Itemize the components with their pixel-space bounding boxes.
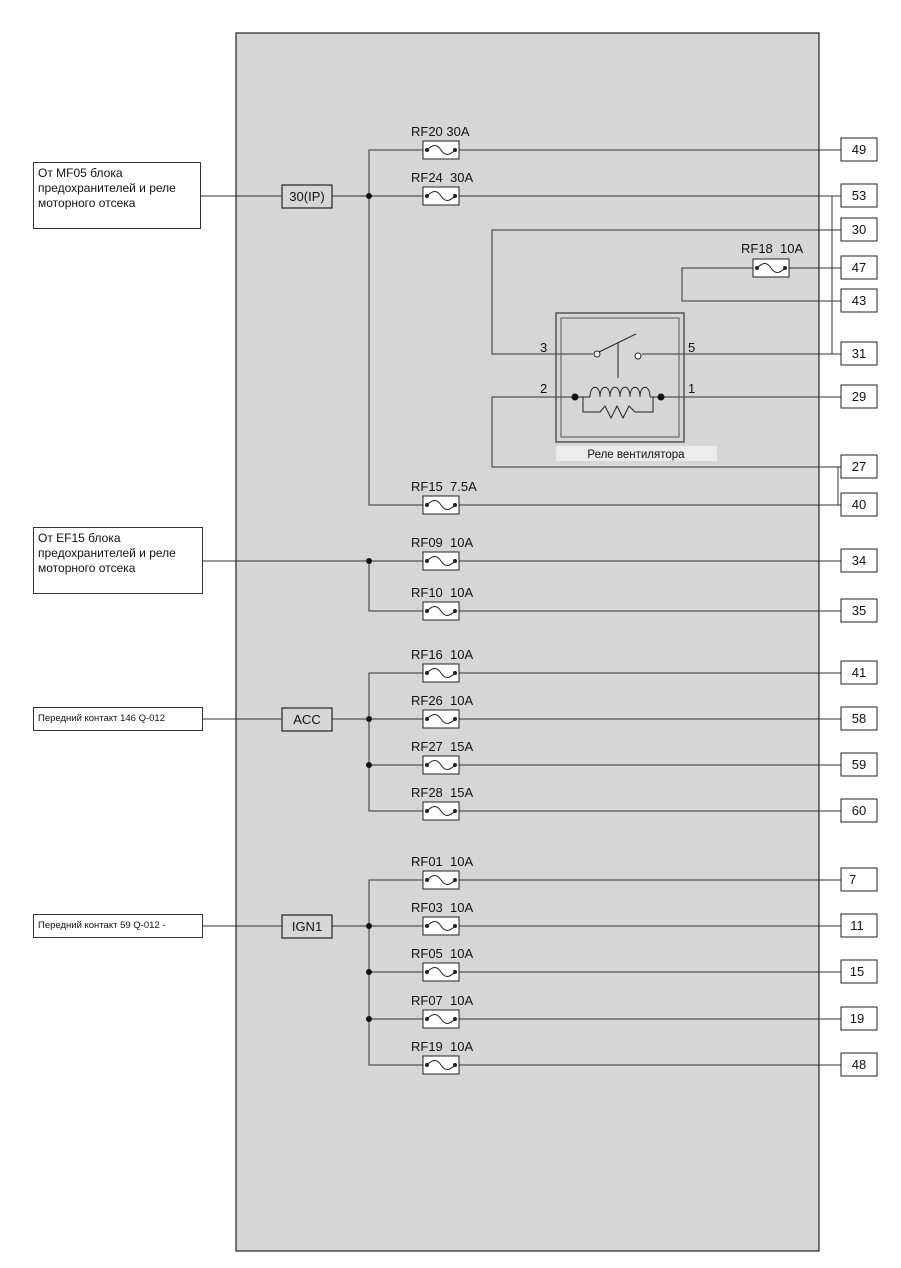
terminal-29: 29: [840, 384, 878, 409]
terminal-60-label: 60: [852, 803, 866, 818]
fuse-rf24: RF24 30A: [411, 170, 473, 206]
terminal-29-label: 29: [852, 389, 866, 404]
fuse-rf16-label: RF16 10A: [411, 647, 473, 662]
terminal-41-label: 41: [852, 665, 866, 680]
relay-pin-5: 5: [688, 340, 695, 355]
fuse-rf24-label: RF24 30A: [411, 170, 473, 185]
terminal-27-label: 27: [852, 459, 866, 474]
fuse-rf01: RF01 10A: [411, 854, 473, 890]
terminal-30: 30: [840, 217, 878, 242]
relay-pin-1-dot: [657, 393, 665, 401]
relay-switch: [593, 333, 642, 378]
fuse-rf19-label: RF19 10A: [411, 1039, 473, 1054]
terminal-19-label: 19: [850, 1011, 864, 1026]
bus-acc: ACC: [281, 707, 333, 732]
terminal-11-label: 11: [850, 918, 864, 933]
terminal-59: 59: [840, 752, 878, 777]
fuse-rf16: RF16 10A: [411, 647, 473, 683]
terminal-48-label: 48: [852, 1057, 866, 1072]
fuse-rf20-label: RF20 30A: [411, 124, 470, 139]
fuse-rf10-label: RF10 10A: [411, 585, 473, 600]
terminal-43-label: 43: [852, 293, 866, 308]
relay-pin-3: 3: [540, 340, 547, 355]
terminal-11: 11: [840, 913, 878, 938]
terminal-30-label: 30: [852, 222, 866, 237]
terminal-59-label: 59: [852, 757, 866, 772]
terminal-47-label: 47: [852, 260, 866, 275]
fuse-rf28: RF28 15A: [411, 785, 473, 821]
terminal-35-label: 35: [852, 603, 866, 618]
terminal-49-label: 49: [852, 142, 866, 157]
fuse-rf18: RF18 10A: [741, 241, 803, 278]
bus-ign1: IGN1: [281, 914, 333, 939]
fuse-rf10: RF10 10A: [411, 585, 473, 621]
fuse-rf27-label: RF27 15A: [411, 739, 473, 754]
fuse-rf09-label: RF09 10A: [411, 535, 473, 550]
fuse-rf15-label: RF15 7.5A: [411, 479, 477, 494]
fan-relay: 3 5 2 1 Реле вентилятора: [540, 312, 717, 461]
terminal-27: 27: [840, 454, 878, 479]
source-ef15-label: От EF15 блока предохранителей и реле мот…: [33, 527, 203, 594]
fuse-rf05-label: RF05 10A: [411, 946, 473, 961]
terminal-53-label: 53: [852, 188, 866, 203]
junction-dots: [366, 193, 372, 1022]
terminal-49: 49: [840, 137, 878, 162]
terminal-40-label: 40: [852, 497, 866, 512]
fuse-rf15: RF15 7.5A: [411, 479, 477, 515]
source-ign-contact-label: Передний контакт 59 Q-012 -: [33, 914, 203, 938]
terminal-34: 34: [840, 548, 878, 573]
terminal-31: 31: [840, 341, 878, 366]
terminal-19: 19: [840, 1006, 878, 1031]
bus-ign1-label: IGN1: [292, 919, 322, 934]
fuse-rf09: RF09 10A: [411, 535, 473, 571]
terminal-15-label: 15: [850, 964, 864, 979]
terminal-31-label: 31: [852, 346, 866, 361]
terminal-7-label: 7: [849, 872, 856, 887]
fuse-rf28-label: RF28 15A: [411, 785, 473, 800]
fuse-rf18-label: RF18 10A: [741, 241, 803, 256]
source-mf05-label: От MF05 блока предохранителей и реле мот…: [33, 162, 201, 229]
terminal-40: 40: [840, 492, 878, 517]
fuse-rf03: RF03 10A: [411, 900, 473, 936]
terminal-47: 47: [840, 255, 878, 280]
bus-acc-label: ACC: [293, 712, 320, 727]
terminals: 49 53 30 47 43 31 29 27 40 34 35 41 58 5…: [840, 137, 878, 1077]
fuse-rf20: RF20 30A: [411, 124, 470, 160]
fuse-rf07: RF07 10A: [411, 993, 473, 1029]
terminal-58: 58: [840, 706, 878, 731]
terminal-15: 15: [840, 959, 878, 984]
relay-pin-2-dot: [571, 393, 579, 401]
terminal-48: 48: [840, 1052, 878, 1077]
terminal-43: 43: [840, 288, 878, 313]
terminal-53: 53: [840, 183, 878, 208]
fuse-rf07-label: RF07 10A: [411, 993, 473, 1008]
fuse-rf05: RF05 10A: [411, 946, 473, 982]
source-acc-contact-label: Передний контакт 146 Q-012: [33, 707, 203, 731]
fuse-rf03-label: RF03 10A: [411, 900, 473, 915]
bus-30ip-label: 30(IP): [289, 189, 324, 204]
bus-30ip: 30(IP): [281, 184, 333, 209]
fuse-rf27: RF27 15A: [411, 739, 473, 775]
terminal-35: 35: [840, 598, 878, 623]
fuse-rf01-label: RF01 10A: [411, 854, 473, 869]
fuse-rf19: RF19 10A: [411, 1039, 473, 1075]
terminal-58-label: 58: [852, 711, 866, 726]
fuse-rf26-label: RF26 10A: [411, 693, 473, 708]
terminal-60: 60: [840, 798, 878, 823]
terminal-41: 41: [840, 660, 878, 685]
terminal-7: 7: [840, 867, 878, 892]
fuse-rf26: RF26 10A: [411, 693, 473, 729]
relay-pin-2: 2: [540, 381, 547, 396]
wiring: [200, 149, 841, 1066]
terminal-34-label: 34: [852, 553, 866, 568]
fuse-box-panel: [235, 32, 820, 1252]
relay-pin-1: 1: [688, 381, 695, 396]
relay-name: Реле вентилятора: [587, 449, 685, 461]
